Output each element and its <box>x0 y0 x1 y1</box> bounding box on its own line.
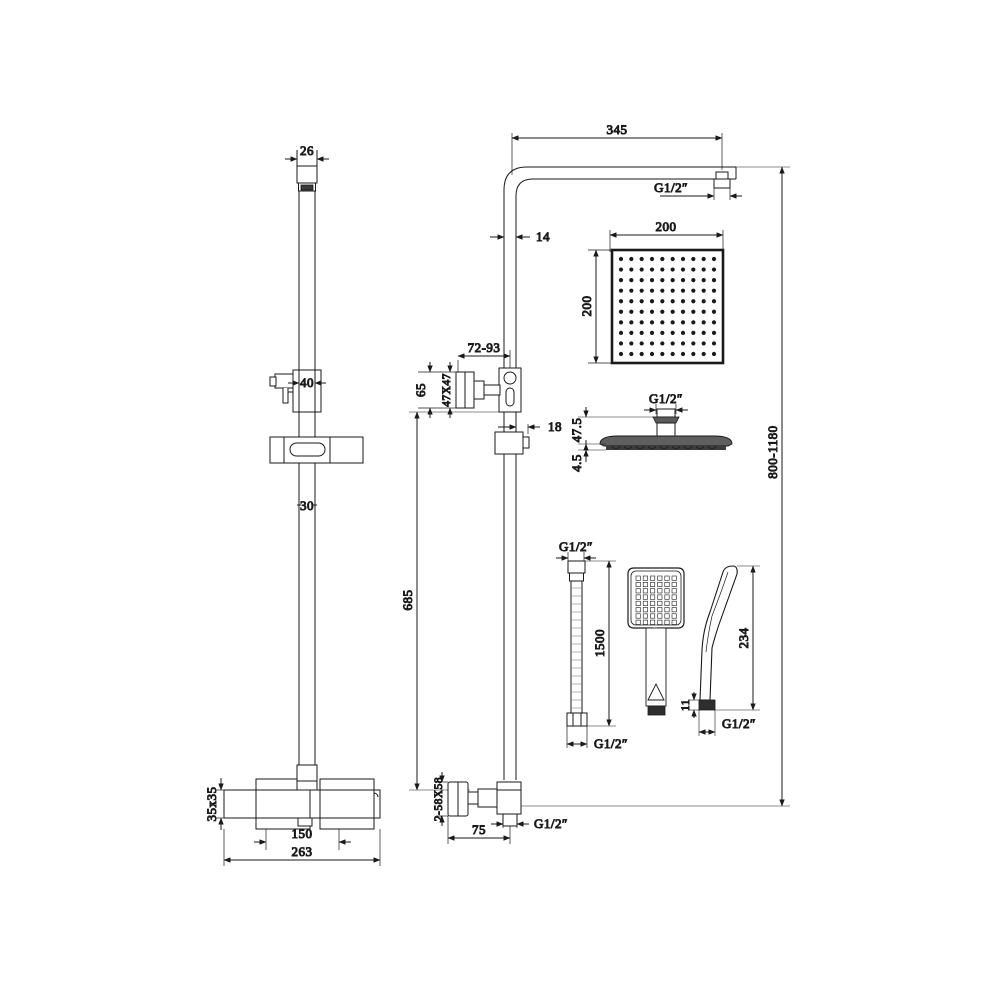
dim-head-width-200: 200 <box>609 219 724 252</box>
dim-label-1500: 1500 <box>592 629 607 657</box>
dim-label-g12-hose-top: G1/2″ <box>559 539 593 554</box>
dim-label-35x35: 35x35 <box>204 787 219 822</box>
view-shower-head-side: G1/2″ 47.5 4.5 <box>569 391 733 472</box>
dim-label-47x47: 47X47 <box>441 373 453 407</box>
dim-label-head-200-h: 200 <box>579 296 594 317</box>
dim-label-18: 18 <box>548 419 562 434</box>
dim-riser-height-685: 685 <box>400 411 502 791</box>
nozzle-grid <box>618 256 717 357</box>
dim-label-150: 150 <box>292 826 313 841</box>
dim-bracket-40: 40 <box>288 375 326 391</box>
dim-label-g12-arm: G1/2″ <box>654 180 688 195</box>
handset-face-grid <box>635 575 677 625</box>
dim-mixer-35x35: 35x35 <box>204 778 231 830</box>
dim-rail-width-26: 26 <box>285 143 329 168</box>
dim-handset-thread: G1/2″ <box>698 710 756 736</box>
dim-label-g12-handset: G1/2″ <box>722 716 756 731</box>
dim-installation-height-800-1180: 800-1180 <box>521 166 790 807</box>
dim-label-g12-head: G1/2″ <box>649 391 683 406</box>
dim-handset-collar-11: 11 <box>680 692 700 718</box>
view-handset-side: 234 11 G1/2″ <box>680 565 760 736</box>
dim-head-thickness-4-5: 4.5 <box>569 440 606 472</box>
dim-valve-thread: G1/2″ <box>491 816 568 832</box>
dim-label-g12-hose-bot: G1/2″ <box>594 736 628 751</box>
view-riser-rail-front: 26 40 30 <box>204 143 381 866</box>
dim-label-4-5: 4.5 <box>569 454 584 472</box>
dim-holder-range-72-93: 72-93 <box>457 340 511 372</box>
dim-hose-length-1500: 1500 <box>585 560 616 727</box>
dim-arm-thread: G1/2″ <box>654 180 742 200</box>
view-riser-column-side: 345 G1/2″ 14 <box>400 122 790 844</box>
handset-holder-assembly <box>455 367 522 413</box>
dim-riser-tube-14: 14 <box>490 229 550 245</box>
dim-label-263: 263 <box>292 844 313 859</box>
dim-overall-width-263: 263 <box>223 829 381 866</box>
dim-label-2-58x58: 2-58X58 <box>433 777 445 821</box>
bar-mixer-body <box>223 764 381 830</box>
dim-label-345: 345 <box>607 122 628 137</box>
dim-label-800-1180: 800-1180 <box>765 425 780 478</box>
dim-handset-length-234: 234 <box>715 565 760 711</box>
dim-holder-height-65: 65 <box>413 362 444 418</box>
dim-valve-projection-75: 75 <box>447 816 511 844</box>
bottom-inlet-valve <box>447 781 522 827</box>
dim-label-30: 30 <box>300 498 314 513</box>
dim-label-head-200-w: 200 <box>656 219 677 234</box>
dim-label-685: 685 <box>400 590 415 611</box>
dim-hose-top-thread: G1/2″ <box>556 539 596 564</box>
dim-diverter-offset-18: 18 <box>498 419 562 435</box>
dim-arm-projection-345: 345 <box>511 122 723 175</box>
dim-wall-plate-2-58x58: 2-58X58 <box>433 772 448 826</box>
dim-label-26: 26 <box>300 143 314 158</box>
diverter-block <box>494 431 530 455</box>
dim-label-75: 75 <box>472 822 486 837</box>
dim-label-g12-valve: G1/2″ <box>534 816 568 831</box>
dim-label-14: 14 <box>536 229 550 244</box>
view-handset-front <box>627 567 685 716</box>
dim-head-height-200: 200 <box>579 249 612 364</box>
dim-label-11: 11 <box>680 699 692 711</box>
dim-label-234: 234 <box>736 628 751 649</box>
dim-inlet-centres-150: 150 <box>254 826 351 850</box>
dim-head-swivel-47-5: 47.5 <box>569 407 660 454</box>
dim-hose-bottom-thread: G1/2″ <box>566 726 628 752</box>
dim-label-40: 40 <box>300 375 314 390</box>
dim-label-72-93: 72-93 <box>468 340 501 355</box>
dim-holder-block-47x47: 47X47 <box>441 362 456 418</box>
view-shower-head-plan: 200 200 <box>579 219 725 365</box>
dim-label-65: 65 <box>413 383 428 397</box>
dim-label-47-5: 47.5 <box>569 418 584 443</box>
dim-head-side-thread: G1/2″ <box>644 391 688 414</box>
view-shower-hose: G1/2″ 1500 <box>556 539 628 752</box>
